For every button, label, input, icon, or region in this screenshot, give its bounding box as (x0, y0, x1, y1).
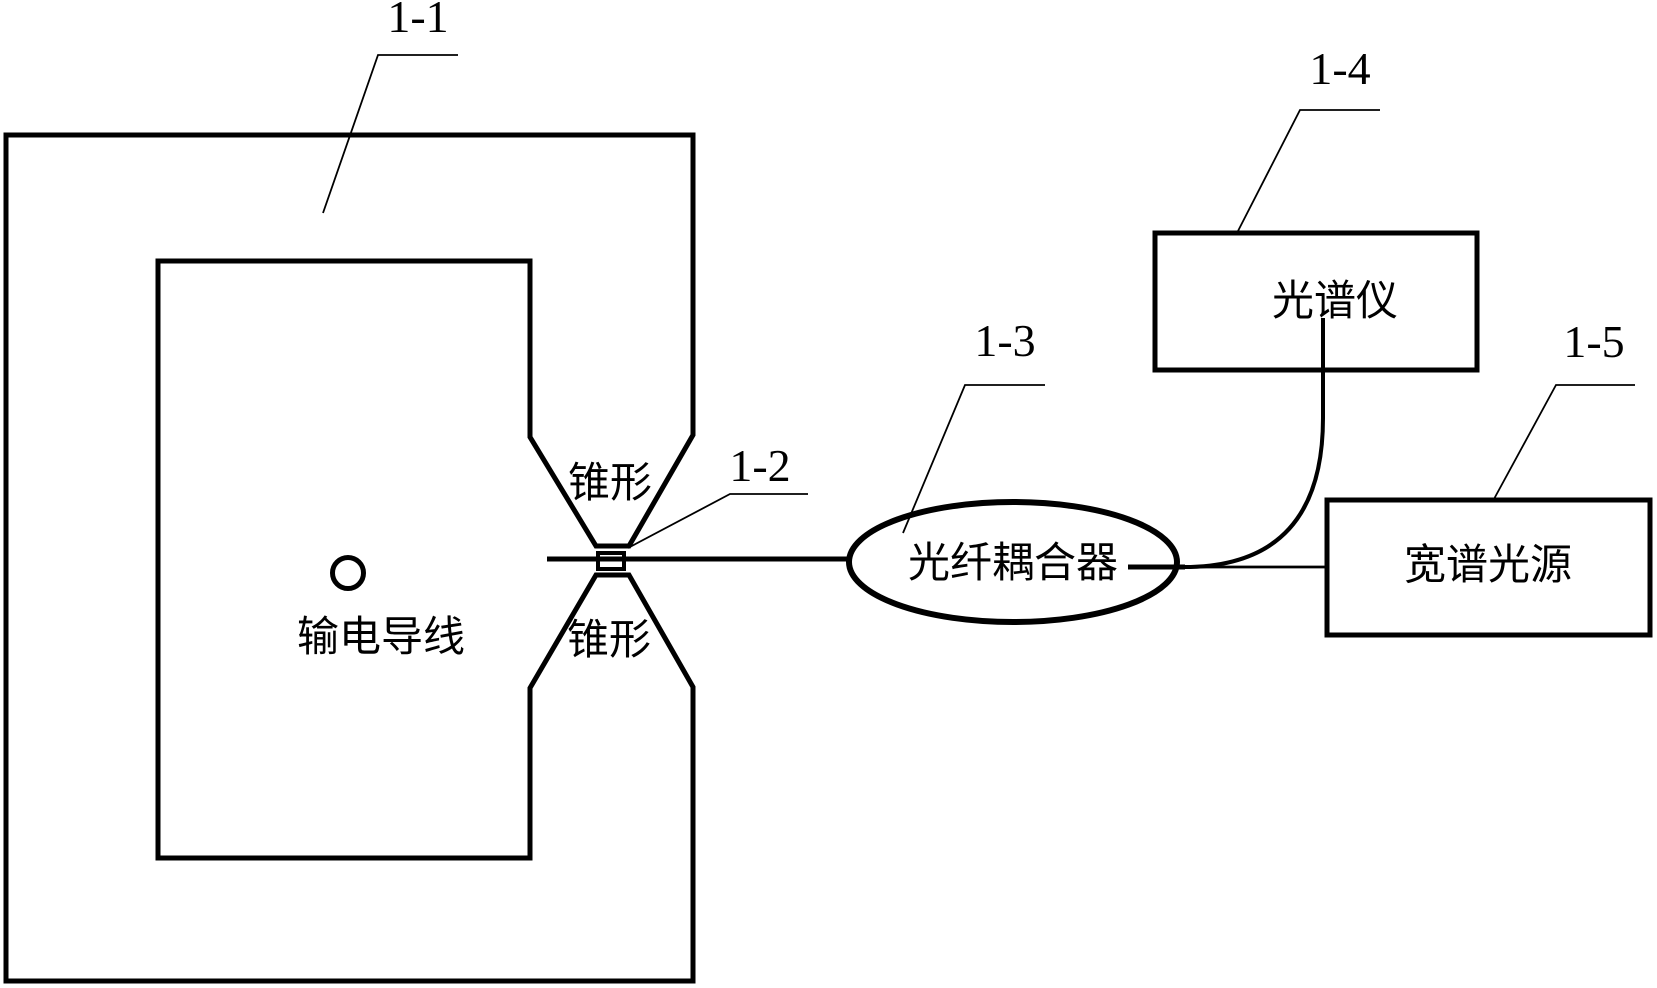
light-source-label: 宽谱光源 (1404, 540, 1572, 589)
spectrometer-box (1152, 230, 1480, 373)
leader-line-1-4 (1237, 109, 1380, 232)
leader-line-1-2 (627, 493, 808, 549)
fiber-coupler-ellipse (846, 499, 1180, 625)
spectrometer-fiber-curve (1183, 318, 1325, 569)
ref-label-1-4: 1-4 (1309, 43, 1370, 94)
spectrometer-label: 光谱仪 (1272, 276, 1398, 325)
wire-cross-section-circle (330, 555, 366, 591)
ref-label-1-1: 1-1 (387, 0, 448, 42)
cone-bottom-label: 锥形 (567, 615, 651, 664)
leader-line-1-1 (322, 54, 458, 214)
magnetic-core-outline (3, 132, 696, 984)
leader-line-1-3 (902, 384, 1045, 534)
light-source-box (1324, 497, 1653, 638)
ref-label-1-3: 1-3 (974, 315, 1035, 366)
wire-label: 输电导线 (297, 612, 465, 661)
leader-line-1-5 (1493, 384, 1635, 500)
fbg-sensor-square (596, 551, 626, 571)
diagram-linework (3, 54, 1653, 984)
fiber-coupler-label: 光纤耦合器 (908, 538, 1118, 587)
diagram-labels: 1-1 1-2 1-3 1-4 1-5 锥形 锥形 输电导线 光纤耦合器 光谱仪… (297, 0, 1625, 664)
ref-label-1-5: 1-5 (1563, 316, 1624, 367)
ref-label-1-2: 1-2 (729, 440, 790, 491)
cone-top-label: 锥形 (568, 458, 652, 507)
